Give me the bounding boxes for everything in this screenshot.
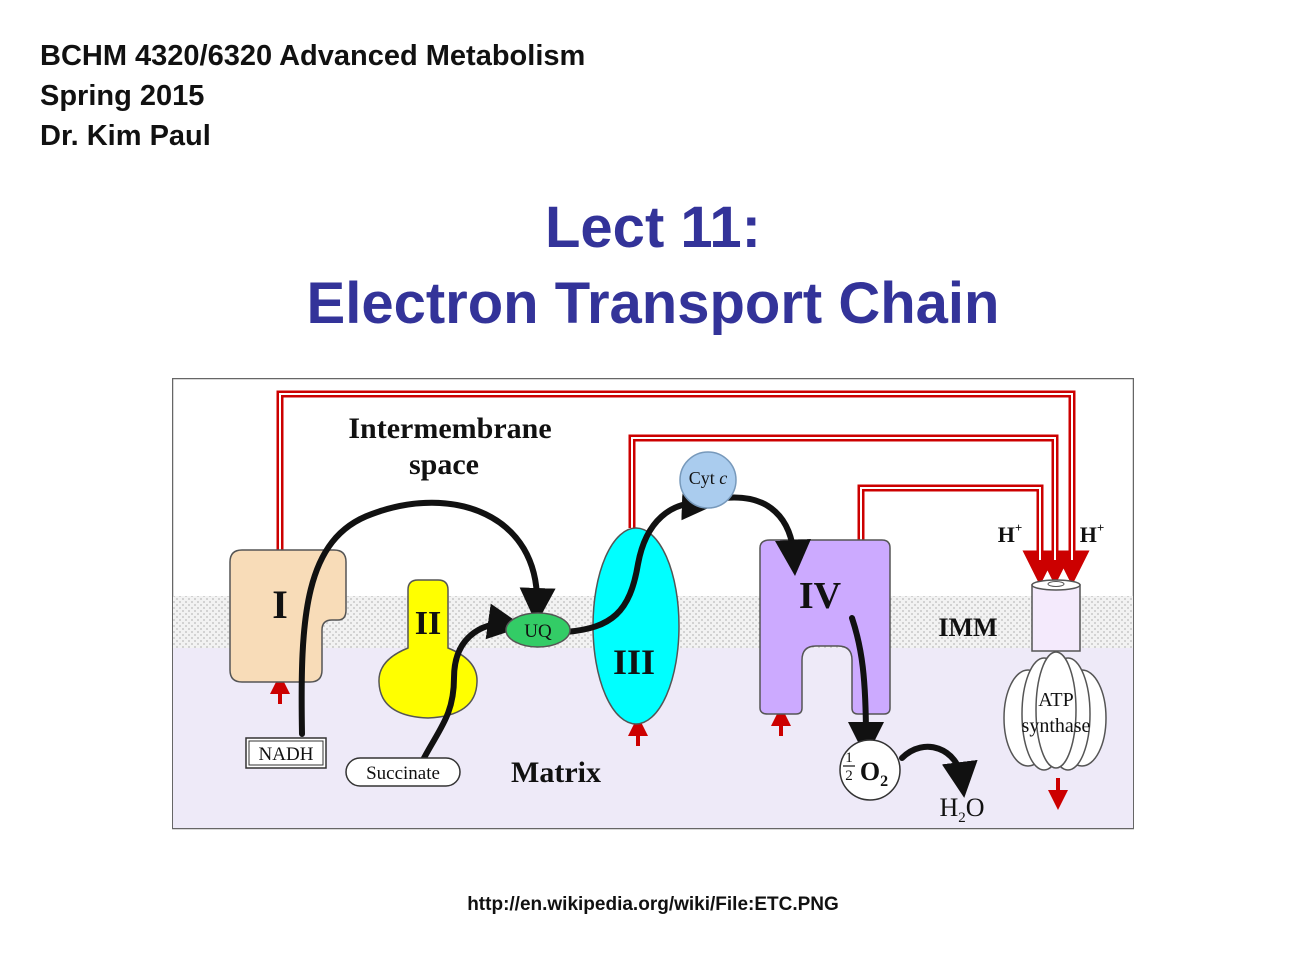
electron-path-oxygen-to-water <box>899 744 978 798</box>
water-o: O <box>966 793 985 822</box>
cytochrome-c-label: Cyt c <box>689 468 728 488</box>
source-citation: http://en.wikipedia.org/wiki/File:ETC.PN… <box>0 894 1306 916</box>
matrix-label: Matrix <box>511 756 601 789</box>
proton-path-inner <box>279 393 1073 560</box>
instructor-name: Dr. Kim Paul <box>40 120 211 152</box>
nadh-box <box>245 737 327 769</box>
atp-synthase-label-1: ATP <box>1038 689 1074 711</box>
electron-path-IV-to-oxygen <box>847 615 884 758</box>
complex-IV-shape <box>759 539 891 715</box>
atp-synthase-stalk <box>1031 584 1081 652</box>
course-term: Spring 2015 <box>40 80 205 112</box>
imm-label: IMM <box>938 613 997 642</box>
proton-symbol-left: H <box>998 522 1015 547</box>
electron-flow <box>298 484 978 798</box>
complex-I-shape <box>229 549 347 683</box>
proton-symbol-right: H <box>1080 522 1097 547</box>
proton-charge-right: + <box>1097 520 1104 535</box>
water-h: H <box>939 793 958 822</box>
atp-synthase: ATP synthase <box>1003 579 1107 771</box>
intermembrane-label-1: Intermembrane <box>348 412 551 445</box>
cytochrome-c-italic: c <box>719 468 727 488</box>
course-header: BCHM 4320/6320 Advanced Metabolism Sprin… <box>40 36 585 156</box>
slide-title: Lect 11: Electron Transport Chain <box>0 190 1306 342</box>
electron-path-succinate-to-uq <box>421 603 524 761</box>
etc-diagram: I II III IV ATP synthase UQ Cyt c NADH <box>172 378 1134 830</box>
electron-path-cytc-to-IV <box>713 494 811 576</box>
course-name: BCHM 4320/6320 Advanced Metabolism <box>40 40 586 72</box>
oxygen-circle <box>839 739 901 801</box>
water-label: H2O <box>939 793 984 826</box>
complex-III-label: III <box>613 642 655 682</box>
nadh-label: NADH <box>259 744 314 765</box>
oxygen-subscript: 2 <box>880 773 888 790</box>
electron-path-nadh-to-uq <box>298 499 556 737</box>
complex-IV-label: IV <box>799 575 842 617</box>
proton-label-right: H+ <box>1080 520 1105 547</box>
cytochrome-c-text: Cyt <box>689 468 715 488</box>
source-link[interactable]: http://en.wikipedia.org/wiki/File:ETC.PN… <box>467 894 839 915</box>
succinate-label: Succinate <box>366 763 440 784</box>
complex-II-label: II <box>415 605 441 642</box>
water-subscript: 2 <box>958 810 966 826</box>
atp-synthase-label-2: synthase <box>1022 715 1091 737</box>
electron-path-uq-to-cytc <box>563 484 718 635</box>
slide-title-line1: Lect 11: <box>545 195 761 260</box>
proton-label-left: H+ <box>998 520 1023 547</box>
oxygen-fraction-num: 1 <box>845 750 853 766</box>
succinate-pill <box>345 757 461 787</box>
matrix-proton-arrows <box>270 674 1068 810</box>
slide-title-line2: Electron Transport Chain <box>306 271 1000 336</box>
ubiquinone-label: UQ <box>524 621 552 642</box>
cytochrome-c-shape <box>679 451 737 509</box>
proton-charge-left: + <box>1015 520 1022 535</box>
oxygen-fraction-den: 2 <box>845 768 853 784</box>
oxygen-label: O2 <box>860 757 888 790</box>
ubiquinone-shape <box>505 612 571 648</box>
atp-synthase-head-center <box>1035 651 1077 769</box>
oxygen-symbol: O <box>860 757 880 786</box>
intermembrane-label-2: space <box>409 448 479 481</box>
complex-III-shape <box>592 527 680 725</box>
complex-I-label: I <box>272 582 288 627</box>
